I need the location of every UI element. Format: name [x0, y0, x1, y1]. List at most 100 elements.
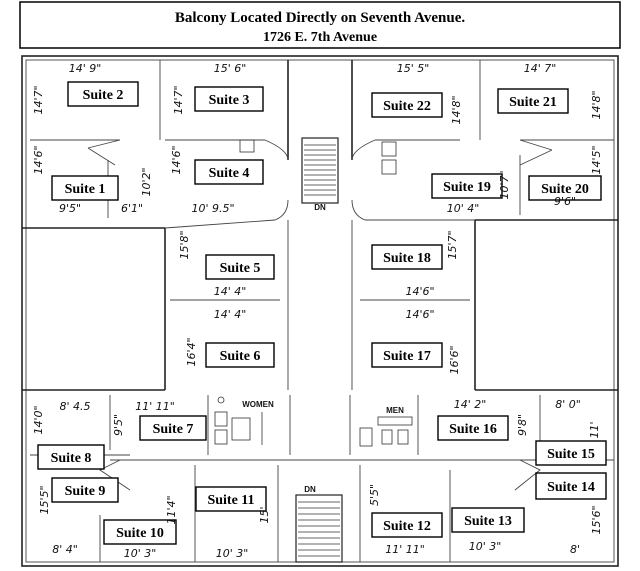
svg-text:Suite 15: Suite 15: [547, 447, 595, 462]
svg-text:15' 5": 15' 5": [397, 62, 430, 75]
svg-text:Suite 17: Suite 17: [383, 349, 431, 364]
svg-text:14'6": 14'6": [405, 308, 434, 321]
svg-text:14' 4": 14' 4": [214, 285, 247, 298]
svg-text:Suite 13: Suite 13: [464, 514, 512, 529]
svg-text:Suite 21: Suite 21: [509, 95, 557, 110]
svg-text:Suite 7: Suite 7: [153, 422, 194, 437]
svg-text:Suite 14: Suite 14: [547, 480, 595, 495]
suite-19: Suite 19: [431, 173, 503, 199]
svg-text:Suite 11: Suite 11: [207, 493, 254, 508]
men-label: MEN: [386, 406, 404, 415]
suite-21: Suite 21: [497, 88, 569, 114]
suite-20: Suite 20: [528, 175, 602, 201]
svg-text:Suite 4: Suite 4: [209, 166, 250, 181]
svg-text:10' 3": 10' 3": [124, 547, 157, 560]
svg-text:10' 4": 10' 4": [447, 202, 480, 215]
svg-text:15'5": 15'5": [38, 485, 51, 514]
svg-text:8' 4.5: 8' 4.5: [59, 400, 90, 413]
svg-text:14'8": 14'8": [450, 95, 463, 124]
suite-22: Suite 22: [371, 92, 443, 118]
svg-text:14'0": 14'0": [32, 405, 45, 434]
women-label: WOMEN: [242, 400, 274, 409]
svg-text:9'5": 9'5": [112, 414, 125, 436]
svg-text:14'7": 14'7": [32, 85, 45, 114]
svg-text:Suite 19: Suite 19: [443, 180, 491, 195]
suite-17: Suite 17: [371, 342, 443, 368]
svg-text:15'8": 15'8": [178, 230, 191, 259]
svg-text:8' 0": 8' 0": [555, 398, 581, 411]
svg-text:5'5": 5'5": [368, 484, 381, 506]
svg-text:11'4": 11'4": [165, 495, 178, 524]
suite-18: Suite 18: [371, 244, 443, 270]
svg-text:Suite 20: Suite 20: [541, 182, 589, 197]
svg-text:Suite 18: Suite 18: [383, 251, 431, 266]
svg-text:11' 11": 11' 11": [385, 543, 425, 556]
svg-text:14'6": 14'6": [170, 145, 183, 174]
svg-text:14' 4": 14' 4": [214, 308, 247, 321]
suite-3: Suite 3: [194, 86, 264, 112]
stairs-top-label: DN: [314, 203, 326, 212]
svg-text:14'6": 14'6": [32, 145, 45, 174]
suite-9: Suite 9: [51, 477, 119, 503]
svg-text:10' 9.5": 10' 9.5": [191, 202, 234, 215]
suite-7: Suite 7: [139, 415, 207, 441]
suite-1: Suite 1: [51, 175, 119, 201]
svg-text:15'6": 15'6": [590, 505, 603, 534]
svg-text:10'2": 10'2": [140, 167, 153, 196]
svg-text:14'5": 14'5": [590, 145, 603, 174]
closets: [239, 139, 397, 175]
suite-11: Suite 11: [195, 486, 267, 512]
restroom-women: WOMEN: [214, 396, 274, 445]
svg-text:9'5": 9'5": [59, 202, 81, 215]
title-box: Balcony Located Directly on Seventh Aven…: [19, 1, 621, 49]
svg-text:Suite 5: Suite 5: [220, 261, 261, 276]
svg-text:Suite 3: Suite 3: [209, 93, 250, 108]
svg-text:Suite 22: Suite 22: [383, 99, 431, 114]
suite-14: Suite 14: [535, 472, 607, 500]
suite-labels: Suite 2 Suite 3 Suite 22 Suite 21 Suite …: [37, 81, 607, 545]
suite-12: Suite 12: [371, 512, 443, 538]
svg-text:Suite 16: Suite 16: [449, 422, 497, 437]
svg-text:Suite 6: Suite 6: [220, 349, 261, 364]
restroom-men: MEN: [359, 406, 413, 447]
corridor-outline: [87, 139, 553, 491]
svg-text:14' 7": 14' 7": [524, 62, 557, 75]
svg-text:Suite 10: Suite 10: [116, 526, 164, 541]
svg-text:14' 9": 14' 9": [69, 62, 102, 75]
svg-text:8': 8': [570, 543, 580, 556]
suite-8: Suite 8: [37, 444, 105, 470]
svg-text:6'1": 6'1": [121, 202, 143, 215]
svg-text:10' 3": 10' 3": [216, 547, 249, 560]
suite-5: Suite 5: [205, 254, 275, 280]
plan-address: 1726 E. 7th Avenue: [263, 30, 377, 45]
svg-text:10' 3": 10' 3": [469, 540, 502, 553]
plan-title: Balcony Located Directly on Seventh Aven…: [175, 10, 466, 26]
svg-text:9'6": 9'6": [554, 195, 576, 208]
svg-text:9'8": 9'8": [516, 414, 529, 436]
svg-text:15' 6": 15' 6": [214, 62, 247, 75]
suite-4: Suite 4: [194, 159, 264, 185]
stairs-bottom: DN: [295, 485, 343, 563]
svg-text:14'8": 14'8": [590, 90, 603, 119]
svg-text:15': 15': [258, 506, 271, 523]
svg-text:Suite 2: Suite 2: [83, 88, 124, 103]
svg-text:16'6": 16'6": [448, 345, 461, 374]
svg-text:11': 11': [588, 421, 601, 438]
svg-text:14' 2": 14' 2": [454, 398, 487, 411]
suite-10: Suite 10: [103, 519, 177, 545]
svg-text:Suite 12: Suite 12: [383, 519, 431, 534]
suite-13: Suite 13: [451, 507, 525, 533]
dimension-labels: 14' 9" 14'7" 15' 6" 14'7" 15' 5" 14'8" 1…: [32, 62, 603, 560]
suite-16: Suite 16: [437, 415, 509, 441]
svg-text:Suite 9: Suite 9: [65, 484, 106, 499]
building-walls: [21, 55, 619, 567]
suite-2: Suite 2: [67, 81, 139, 107]
svg-text:14'6": 14'6": [405, 285, 434, 298]
svg-text:10'7": 10'7": [498, 170, 511, 199]
svg-text:14'7": 14'7": [172, 85, 185, 114]
stairs-bottom-label: DN: [304, 485, 316, 494]
svg-text:16'4": 16'4": [185, 337, 198, 366]
svg-text:Suite 8: Suite 8: [51, 451, 92, 466]
svg-text:11' 11": 11' 11": [135, 400, 175, 413]
